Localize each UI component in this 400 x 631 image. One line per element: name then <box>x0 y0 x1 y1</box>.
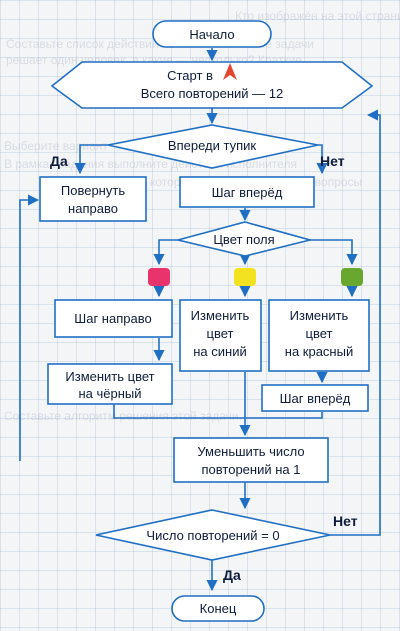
change-red-line-2: цвет <box>306 326 333 341</box>
edge-black-dec <box>113 404 245 419</box>
branch-count-no: Нет <box>333 513 358 529</box>
decrease-line-1: Уменьшить число <box>197 444 304 459</box>
branch-deadend-no: Нет <box>320 153 345 169</box>
turn-right-line-2: направо <box>68 201 118 216</box>
end-label: Конец <box>200 601 237 616</box>
green-marker <box>341 268 363 286</box>
yellow-marker <box>234 268 256 286</box>
deadend-label: Впереди тупик <box>168 138 256 153</box>
edge-color-right <box>310 239 358 266</box>
change-red-line-1: Изменить <box>290 308 349 323</box>
change-black-line-1: Изменить цвет <box>65 369 154 384</box>
step-right-box <box>54 299 173 338</box>
step-right-label: Шаг направо <box>74 311 151 326</box>
change-blue-line-3: на синий <box>193 344 247 359</box>
edge-count-no <box>330 109 381 536</box>
change-red-box <box>268 299 370 372</box>
change-black-box <box>47 363 173 405</box>
bg-text-7: Составьте алгоритм решения этой задачи. <box>4 409 242 423</box>
branch-count-yes: Да <box>223 567 241 583</box>
step-forward-label: Шаг вперёд <box>212 185 283 200</box>
bg-text-4: Выберите вариант <box>4 139 108 153</box>
edge-step2-dec <box>245 412 323 419</box>
count-decision <box>95 509 331 561</box>
bg-text-1: Кто изображён на этой странице? Ответь н… <box>235 9 400 23</box>
edge-color-left <box>153 239 178 266</box>
branch-deadend-yes: Да <box>50 153 68 169</box>
change-blue-box <box>179 299 262 372</box>
step-forward-2-label: Шаг вперёд <box>280 391 351 406</box>
init-block <box>50 61 374 109</box>
start-label: Начало <box>189 27 234 42</box>
cell-color-label: Цвет поля <box>213 232 274 247</box>
end-terminal <box>171 595 265 622</box>
count-label: Число повторений = 0 <box>146 528 279 543</box>
decrease-box <box>173 437 329 483</box>
change-red-line-3: на красный <box>285 344 353 359</box>
edge-turn-loop <box>19 194 40 461</box>
start-terminal <box>152 20 272 48</box>
edge-cond-no <box>316 144 328 175</box>
change-black-line-2: на чёрный <box>78 386 141 401</box>
step-forward-box <box>179 176 315 208</box>
deadend-decision <box>107 124 319 169</box>
change-blue-line-1: Изменить <box>191 308 250 323</box>
init-line-2: Всего повторений — 12 <box>141 86 283 101</box>
robot-arrow-icon <box>223 63 237 80</box>
init-line-1: Старт в <box>167 68 213 83</box>
turn-right-box <box>39 176 147 222</box>
pink-marker <box>148 268 170 286</box>
turn-right-line-1: Повернуть <box>61 183 125 198</box>
edge-cond-yes <box>74 144 108 175</box>
cell-color-decision <box>177 221 314 257</box>
step-forward-2-box <box>261 384 369 412</box>
decrease-line-2: повторений на 1 <box>202 462 301 477</box>
change-blue-line-2: цвет <box>207 326 234 341</box>
